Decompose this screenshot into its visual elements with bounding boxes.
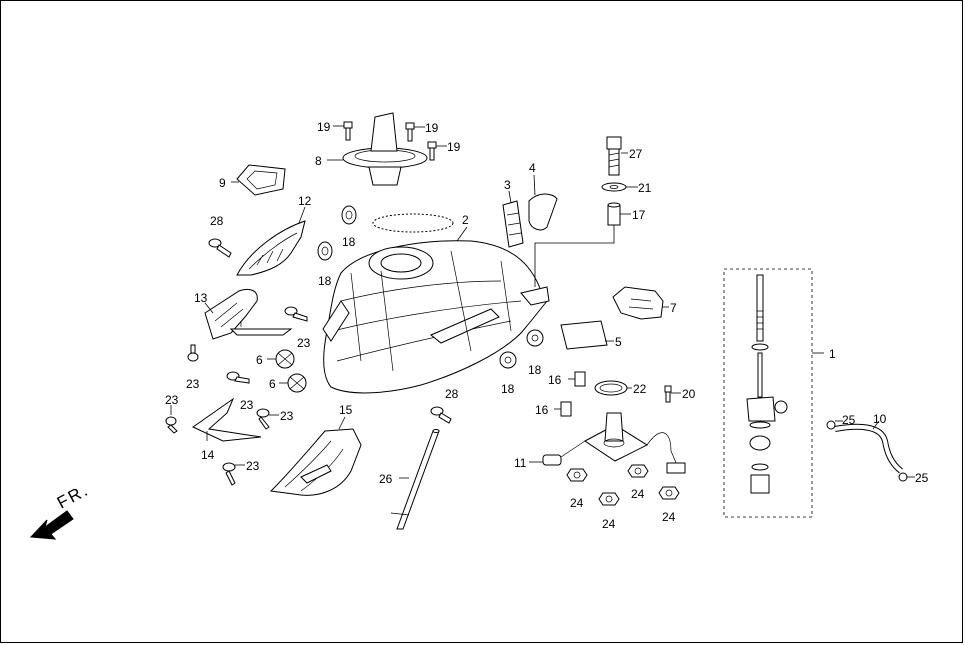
callout-19-middle: 19 [425, 121, 439, 135]
decal-4 [528, 193, 558, 231]
callout-24-a: 24 [570, 496, 584, 510]
screw-23-c [226, 371, 250, 384]
screw-19-right [427, 141, 437, 161]
assembly-box-1 [723, 268, 813, 518]
callout-28-b: 28 [445, 387, 459, 401]
grommet-18-d [499, 351, 517, 369]
front-direction-arrow: FR. [29, 480, 92, 540]
cap-cover [236, 164, 286, 196]
damper-6-b [287, 373, 307, 393]
washer-21 [601, 182, 627, 192]
callout-6-b: 6 [269, 377, 276, 391]
callout-22: 22 [633, 382, 647, 396]
callout-26: 26 [379, 472, 393, 486]
callout-16-a: 16 [548, 373, 562, 387]
nut-24-b [627, 464, 649, 478]
callout-21: 21 [638, 181, 652, 195]
callout-3: 3 [504, 178, 511, 192]
callout-23-e: 23 [280, 409, 294, 423]
screw-19-middle [405, 122, 415, 142]
callout-25-a: 25 [842, 413, 856, 427]
callout-4: 4 [529, 161, 536, 175]
nut-24-d [658, 486, 680, 500]
grommet-18-b [317, 241, 333, 261]
screw-23-b [187, 344, 199, 362]
callout-14: 14 [201, 448, 215, 462]
callout-1: 1 [829, 347, 836, 361]
screw-23-d [165, 416, 178, 434]
screw-28-b [430, 406, 452, 424]
nut-24-a [566, 468, 588, 482]
bolt-27 [606, 136, 622, 176]
fuel-tank [322, 213, 550, 394]
nut-24-c [598, 492, 620, 506]
callout-18-d: 18 [501, 382, 515, 396]
callout-10: 10 [873, 412, 887, 426]
screw-23-e [256, 408, 270, 430]
grommet-18-a [341, 205, 357, 225]
fuel-cap [342, 112, 428, 186]
callout-23-f: 23 [246, 459, 260, 473]
screw-28-a [208, 238, 232, 258]
fuel-hose-10 [834, 423, 903, 474]
leader-17-to-tank [534, 225, 615, 287]
bracket-7 [612, 286, 664, 320]
callout-23-a: 23 [297, 336, 311, 350]
callout-17: 17 [632, 208, 646, 222]
front-direction-label: FR. [54, 480, 92, 512]
callout-23-c: 23 [240, 398, 254, 412]
callout-24-c: 24 [602, 517, 616, 531]
clip-25-b [898, 472, 908, 482]
sponge-16-b [560, 401, 572, 417]
screw-19-left [343, 121, 353, 141]
garnish-14 [192, 397, 262, 442]
callout-28-a: 28 [210, 214, 224, 228]
callout-18-c: 18 [528, 363, 542, 377]
grommet-18-c [526, 329, 544, 347]
collar-17 [607, 202, 621, 226]
callout-24-b: 24 [631, 487, 645, 501]
sponge-16-a [574, 371, 586, 387]
callout-20: 20 [682, 387, 696, 401]
side-cover-13 [204, 288, 293, 340]
callout-23-b: 23 [186, 377, 200, 391]
callout-12: 12 [298, 194, 312, 208]
damper-6-a [275, 349, 295, 369]
callout-8: 8 [315, 154, 322, 168]
callout-24-d: 24 [662, 510, 676, 524]
callout-13: 13 [194, 291, 208, 305]
callout-5: 5 [615, 335, 622, 349]
callout-19-left: 19 [317, 120, 331, 134]
callout-11: 11 [514, 456, 527, 470]
breather-tube-26 [390, 429, 440, 530]
callout-18-a: 18 [342, 235, 356, 249]
callout-6-a: 6 [256, 353, 263, 367]
callout-16-b: 16 [535, 403, 549, 417]
fuel-cock-1 [746, 274, 788, 494]
callout-2: 2 [462, 213, 469, 227]
front-cover-15 [269, 428, 362, 496]
callout-19-right: 19 [447, 140, 461, 154]
bolt-20 [664, 385, 672, 403]
side-cover-12 [236, 220, 306, 276]
gasket-5 [560, 320, 608, 350]
callout-9: 9 [219, 176, 226, 190]
clip-25-a [826, 420, 836, 430]
callout-25-b: 25 [915, 471, 929, 485]
screw-23-f [222, 462, 236, 486]
callout-23-d: 23 [165, 393, 179, 407]
o-ring-22 [594, 380, 628, 396]
callout-27: 27 [629, 147, 643, 161]
callout-7: 7 [670, 301, 677, 315]
decal-3 [502, 200, 524, 248]
callout-15: 15 [339, 403, 353, 417]
callout-18-b: 18 [318, 274, 332, 288]
fuel-unit-11 [542, 412, 686, 474]
screw-23-a [284, 306, 308, 322]
